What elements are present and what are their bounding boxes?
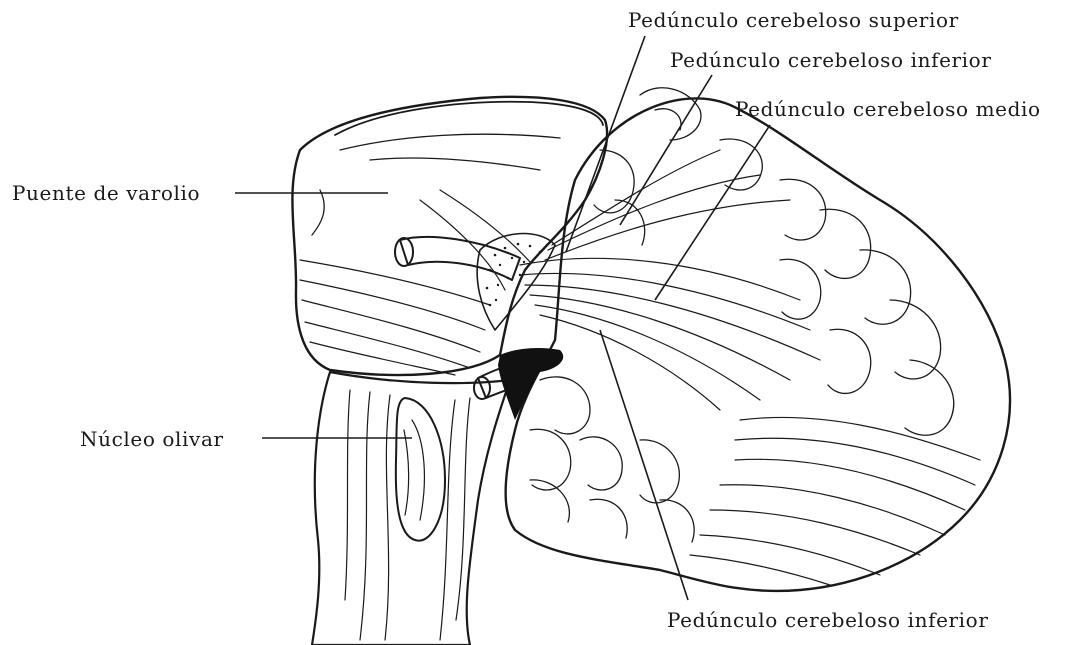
label-superior-cerebellar-peduncle: Pedúnculo cerebeloso superior bbox=[628, 8, 959, 32]
label-inferior-cerebellar-peduncle-top: Pedúnculo cerebeloso inferior bbox=[670, 48, 991, 72]
leader-line-inferior-top bbox=[620, 75, 712, 225]
label-pons: Puente de varolio bbox=[12, 181, 200, 205]
peduncle-fibres bbox=[520, 150, 820, 410]
label-inferior-cerebellar-peduncle-bottom: Pedúnculo cerebeloso inferior bbox=[667, 608, 988, 632]
leader-line-superior bbox=[566, 36, 645, 252]
nerve-root-upper bbox=[395, 237, 520, 280]
leader-line-medio bbox=[655, 125, 770, 300]
pons bbox=[292, 97, 607, 375]
label-olivary-nucleus: Núcleo olivar bbox=[80, 427, 224, 451]
label-middle-cerebellar-peduncle: Pedúnculo cerebeloso medio bbox=[735, 97, 1041, 121]
cerebellum bbox=[506, 88, 1010, 591]
shadow-region bbox=[498, 348, 563, 420]
leader-line-inferior-bottom bbox=[600, 330, 688, 600]
medulla-oblongata bbox=[312, 372, 510, 645]
olivary-nucleus-shape bbox=[396, 398, 445, 541]
